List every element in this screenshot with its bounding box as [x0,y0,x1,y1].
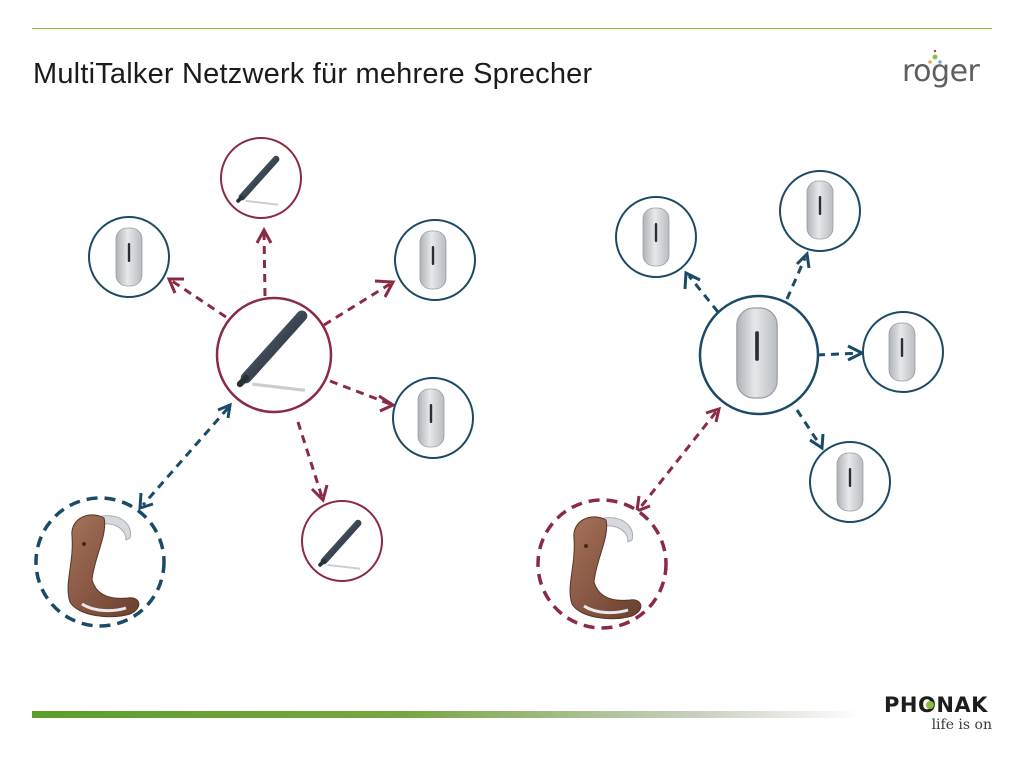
arrow-to-pen-bottom [296,421,324,498]
roger-clip-on-mic-icon [806,180,834,240]
roger-clip-on-mic-icon [115,227,143,287]
right-clip-bottom-right [809,441,891,523]
arrow-to-clip-bottom-right [795,409,822,446]
network-diagram [34,137,944,630]
phonak-logo-dot [926,701,934,709]
roger-logo-dots [928,49,942,64]
left-network [34,137,476,628]
right-clip-top-right [779,170,861,252]
arrow-to-clip-right [816,351,861,357]
roger-clip-on-mic-icon [736,307,778,399]
arrow-to-clip-right-bottom [329,379,391,406]
right-arrows-blue [683,250,866,451]
right-clip-right [862,311,944,393]
roger-logo-text: roger [902,54,980,89]
left-clip-right-bottom [392,377,474,459]
arrow-to-clip-top-right [785,257,807,300]
phonak-tagline: life is on [931,717,992,733]
phonak-logo: PHONAK life is on [878,693,998,741]
footer-bar [32,711,862,718]
right-arrow-red [635,406,722,514]
top-rule [32,28,992,29]
roger-clip-on-mic-icon [417,388,445,448]
arrow-to-clip-left [171,279,227,319]
roger-clip-on-mic-icon [419,230,447,290]
left-pen-bottom [301,500,383,582]
left-arrow-blue [138,402,232,511]
left-hub-pen [215,296,333,414]
arrow-hub-to-hearing-aid [141,407,230,506]
roger-clip-on-mic-icon [888,322,916,382]
arrow-to-clip-right-top [323,282,391,327]
left-arrows-red [166,226,397,503]
left-pen-top [220,137,302,219]
arrow-to-pen-top [262,231,267,297]
right-hearing-aid [536,498,668,630]
roger-clip-on-mic-icon [836,452,864,512]
right-clip-top-left [615,196,697,278]
arrow-hub-to-hearing-aid [638,411,718,509]
roger-logo: roger [902,48,994,98]
left-clip-left [88,216,170,298]
phonak-logo-text: PHONAK [884,693,988,717]
arrow-to-clip-top-left [687,275,720,313]
right-network [536,170,944,630]
left-hearing-aid [34,496,166,628]
left-clip-right-top [394,219,476,301]
right-hub-clip [698,294,820,416]
roger-clip-on-mic-icon [642,207,670,267]
page-title: MultiTalker Netzwerk für mehrere Spreche… [33,58,593,90]
